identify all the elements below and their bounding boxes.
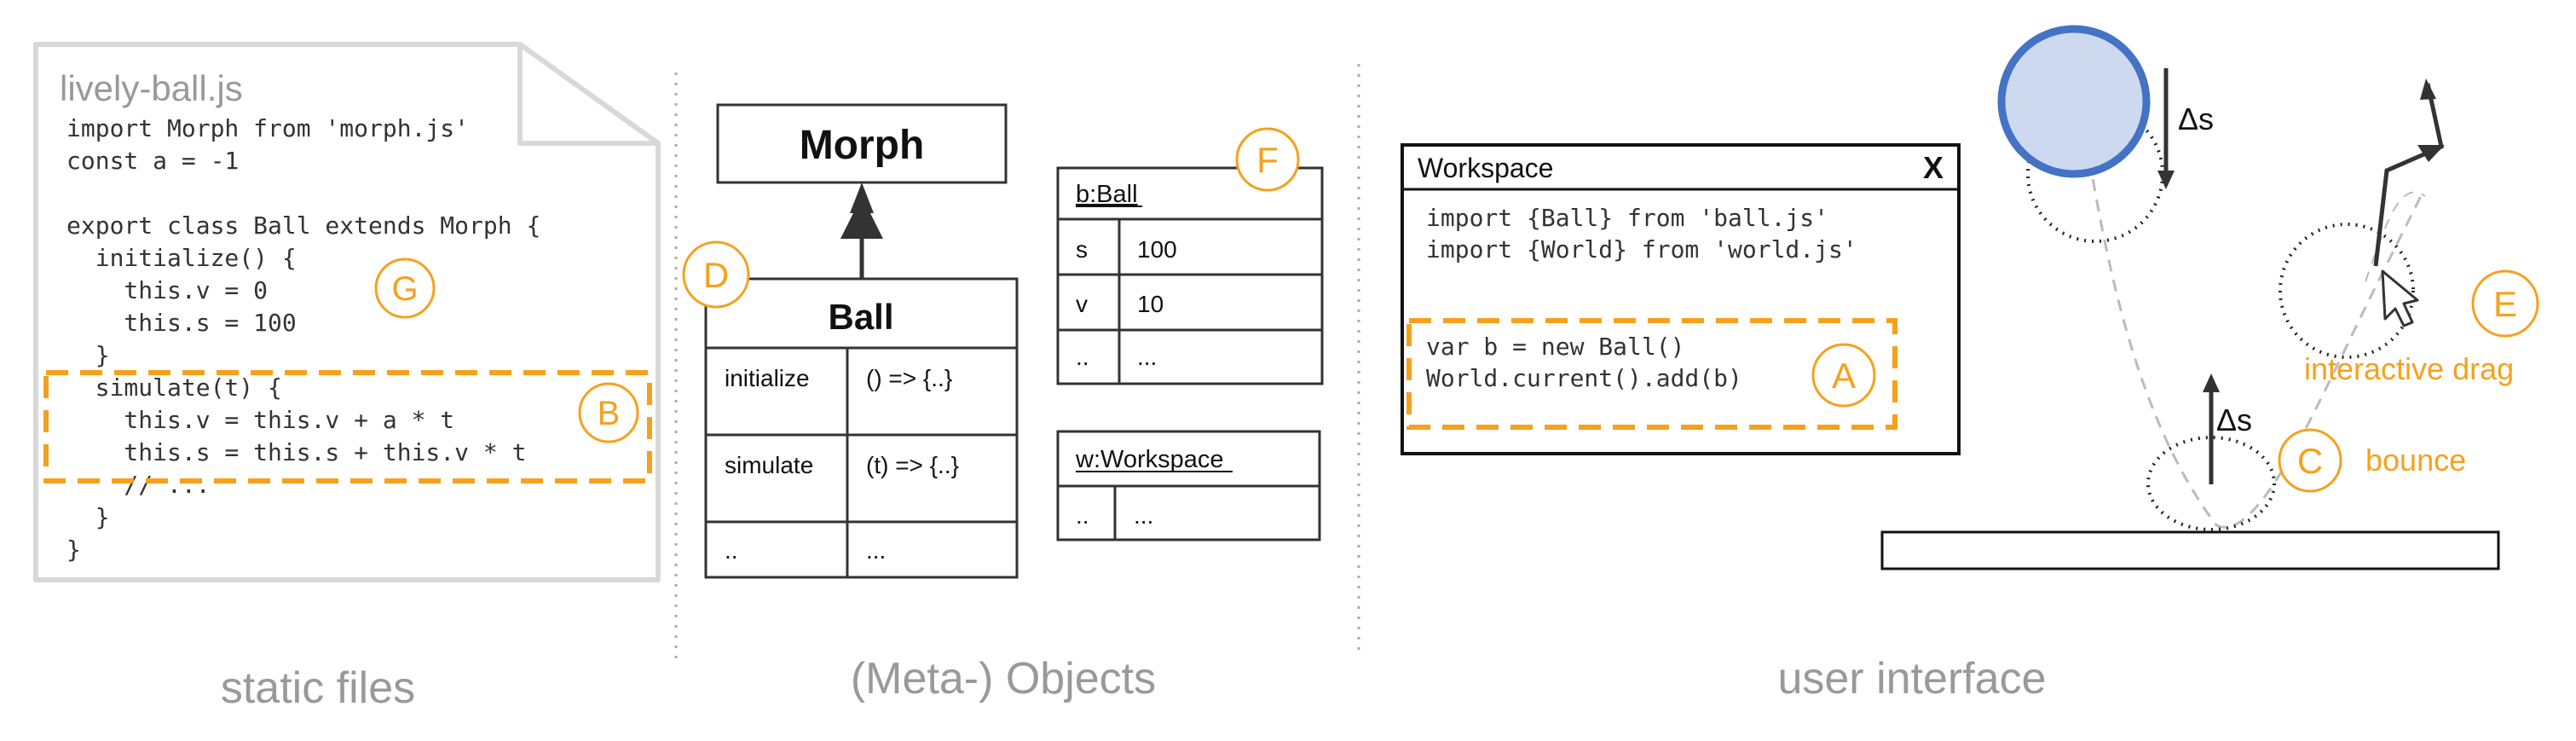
drag-path-arrow [2373, 83, 2444, 267]
highlight-simulate-code [43, 370, 652, 483]
ball-squash-ghost [2146, 436, 2276, 531]
workspace-import-line[interactable]: import {World} from 'world.js' [1426, 235, 1857, 263]
ground-platform [1880, 530, 2500, 570]
svg-text:C: C [2297, 441, 2323, 481]
instance-field-value: 10 [1137, 291, 1164, 317]
workspace-code-line[interactable]: var b = new Ball() [1426, 333, 1684, 361]
instance-field-name: .. [1076, 344, 1089, 370]
svg-text:A: A [1832, 356, 1856, 396]
code-line: // ... [66, 471, 211, 499]
bounce-label: bounce [2365, 443, 2466, 478]
marker-f: F [1235, 127, 1300, 192]
ball-scene: Δs Δs C bounce E interactive drag [1880, 25, 2539, 570]
ball-row-key: .. [725, 537, 738, 564]
svg-text:D: D [703, 255, 729, 295]
marker-d: D [682, 240, 750, 309]
svg-text:E: E [2493, 284, 2517, 324]
code-line: this.s = this.s + this.v * t [66, 438, 526, 466]
trajectory-path [2075, 78, 2423, 529]
marker-g: G [374, 258, 436, 319]
code-line: this.v = this.v + a * t [66, 406, 454, 434]
instance-field-name: s [1076, 236, 1088, 263]
ball-ghost-drag [2279, 223, 2415, 359]
svg-text:F: F [1256, 140, 1279, 180]
code-line: this.v = 0 [66, 276, 268, 304]
inheritance-arrow-head [850, 182, 874, 213]
ball-row-value: ... [866, 537, 886, 564]
arrow-head-icon [2203, 373, 2220, 392]
svg-text:B: B [598, 395, 621, 432]
marker-b: B [578, 382, 639, 443]
marker-a: A [1811, 343, 1876, 408]
file-page-outline [33, 42, 661, 582]
arrow-head-icon [2420, 78, 2436, 100]
delta-s-top: Δs [2178, 101, 2214, 136]
section-label-ui: user interface [1777, 654, 2046, 703]
ball-instance-title: b:Ball [1076, 181, 1138, 208]
instance-field-value: 100 [1137, 236, 1177, 263]
file-code: import Morph from 'morph.js' const a = -… [66, 114, 540, 564]
uml-ball-instance: b:Ball s 100 v 10 .. ... [1056, 166, 1324, 385]
delta-s-bottom: Δs [2216, 402, 2252, 437]
arrow-head-icon [2417, 145, 2445, 162]
ball-class-title: Ball [828, 297, 893, 337]
code-line: simulate(t) { [66, 373, 282, 402]
highlight-workspace-code [1406, 318, 1897, 430]
code-line: const a = -1 [66, 147, 239, 175]
trajectory-path-fade [2365, 191, 2426, 282]
code-line: initialize() { [66, 244, 297, 272]
instance-field-value: ... [1134, 502, 1153, 529]
workspace-import-line[interactable]: import {Ball} from 'ball.js' [1426, 204, 1828, 232]
code-line: } [66, 341, 110, 369]
ball-row-key: initialize [725, 365, 810, 391]
static-file: lively-ball.js import Morph from 'morph.… [33, 42, 661, 582]
workspace-code-line[interactable]: World.current().add(b) [1426, 364, 1742, 392]
workspace-instance-title: w:Workspace [1075, 446, 1224, 473]
instance-field-value: ... [1137, 344, 1157, 370]
instance-field-name: .. [1076, 502, 1089, 529]
workspace-window: Workspace X import {Ball} from 'ball.js'… [1401, 143, 1961, 455]
uml-morph-class: Morph [716, 103, 1008, 184]
ball-row-value: () => {..} [866, 365, 952, 391]
uml-ball-class: Ball initialize () => {..} simulate (t) … [704, 277, 1019, 579]
close-icon[interactable]: X [1923, 150, 1944, 185]
ball-row-key: simulate [725, 452, 813, 478]
instance-field-name: v [1076, 291, 1088, 317]
file-name: lively-ball.js [60, 68, 243, 108]
mouse-cursor-icon [2381, 269, 2419, 327]
code-line: export class Ball extends Morph { [66, 211, 540, 240]
marker-e: E [2471, 269, 2539, 338]
arrow-head-icon [2157, 171, 2175, 189]
section-label-static: static files [221, 663, 415, 713]
svg-text:G: G [391, 270, 418, 308]
morph-class-title: Morph [800, 123, 925, 168]
workspace-title: Workspace [1418, 153, 1553, 183]
ball-morph[interactable] [1997, 25, 2151, 178]
code-line: } [66, 535, 81, 564]
code-line: this.s = 100 [66, 309, 297, 337]
code-line: } [66, 503, 110, 531]
interactive-drag-label: interactive drag [2304, 351, 2514, 386]
code-line: import Morph from 'morph.js' [66, 114, 469, 142]
file-page-fold [517, 44, 658, 146]
uml-workspace-instance: w:Workspace .. ... [1056, 430, 1321, 541]
marker-c: C [2278, 428, 2342, 493]
section-label-meta: (Meta-) Objects [851, 654, 1156, 703]
ball-row-value: (t) => {..} [866, 452, 959, 478]
